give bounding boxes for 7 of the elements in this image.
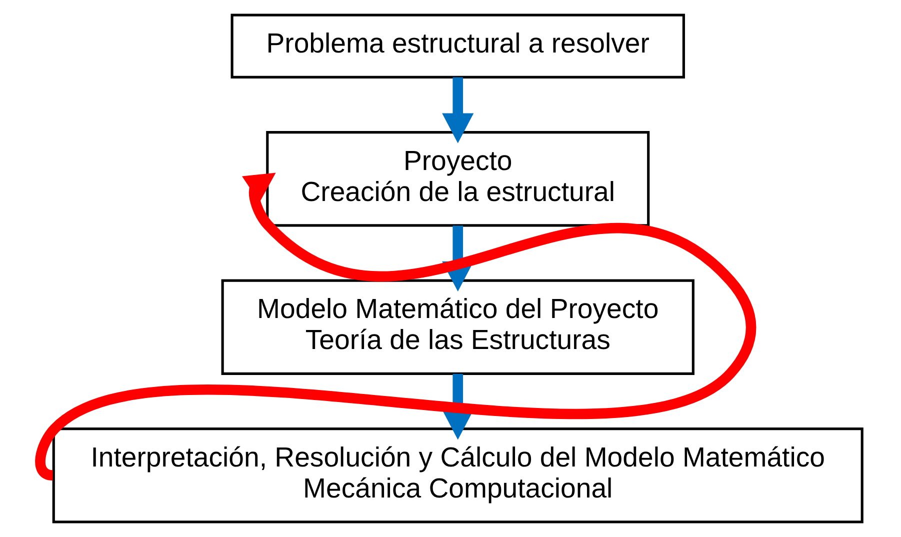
node-box: Interpretación, Resolución y Cálculo del Modelo Matemático Mecánica Computacional xyxy=(52,428,863,524)
arrow xyxy=(442,374,474,440)
node-box: Proyecto Creación de la estructural xyxy=(266,131,650,227)
arrow xyxy=(36,172,756,480)
arrow xyxy=(442,77,474,144)
node-box: Problema estructural a resolver xyxy=(230,14,684,78)
node-box: Modelo Matemático del Proyecto Teoría de las Estructuras xyxy=(220,279,694,375)
